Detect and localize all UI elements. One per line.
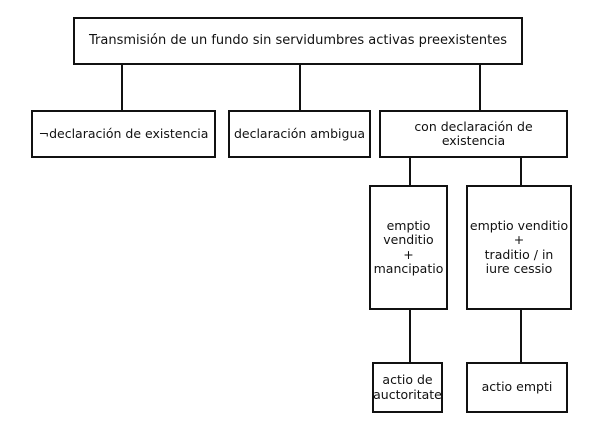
transaction-node-traditio: emptio venditio + traditio / in iure ces…	[466, 185, 572, 310]
branch-ambiguous-label: declaración ambigua	[233, 125, 366, 141]
branch-with-declaration-label: con declaración de existencia	[414, 118, 533, 148]
transaction-mancipatio-line: +	[403, 246, 414, 262]
root-node-label: Transmisión de un fundo sin servidumbres…	[88, 32, 508, 48]
transaction-traditio-line: emptio venditio	[469, 217, 569, 233]
branch-node-with-declaration: con declaración de existencia	[379, 110, 568, 158]
transaction-traditio-line: +	[513, 232, 525, 248]
action-auctoritate-line: auctoritate	[373, 386, 442, 402]
transaction-node-mancipatio: emptio venditio + mancipatio	[369, 185, 448, 310]
transaction-mancipatio-line: venditio	[383, 232, 434, 248]
transaction-traditio-line: iure cessio	[485, 260, 553, 276]
transaction-traditio-line: traditio / in	[484, 246, 554, 262]
branch-node-negation: ¬declaración de existencia	[31, 110, 216, 158]
root-node-transmision: Transmisión de un fundo sin servidumbres…	[73, 17, 523, 65]
action-node-empti: actio empti	[466, 362, 568, 413]
branch-negation-label: ¬declaración de existencia	[38, 125, 209, 141]
transaction-mancipatio-line: emptio	[386, 217, 431, 233]
action-node-auctoritate: actio de auctoritate	[372, 362, 443, 413]
action-auctoritate-line: actio de	[382, 372, 433, 388]
action-empti-line: actio empti	[481, 379, 553, 395]
branch-node-ambiguous: declaración ambigua	[228, 110, 371, 158]
transaction-mancipatio-line: mancipatio	[373, 260, 444, 276]
